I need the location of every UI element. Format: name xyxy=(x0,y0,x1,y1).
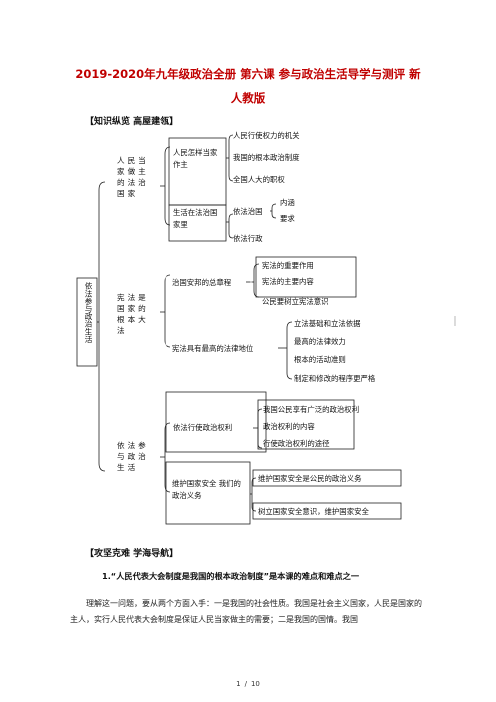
branch3-bracket xyxy=(164,422,171,493)
question-paragraph: 理解这一问题，要从两个方面入手：一是我国的社会性质。我国是社会主义国家，人民是国… xyxy=(70,599,422,624)
b2-sub1-items-box xyxy=(255,256,357,298)
b3-sub1-items-box xyxy=(257,399,355,450)
page-footer: 1/10 xyxy=(0,680,496,688)
doc-title-line1: 2019-2020年九年级政治全册 第六课 参与政治生活导学与测评 新 xyxy=(75,67,421,81)
b2-sub2-label: 宪法具有最高的法律地位 xyxy=(172,344,254,353)
b3-sub2-item2-box xyxy=(252,502,402,520)
b1-sub2-child: 依法治国 xyxy=(233,207,263,216)
b3-sub1-item2: 政治权利的内容 xyxy=(263,422,315,431)
b2-sub1-item3: 公民要树立宪法意识 xyxy=(262,297,329,306)
b3-sub2-box xyxy=(165,461,251,525)
b3-sub1-item1: 我国公民享有广泛的政治权利 xyxy=(263,405,360,414)
b2-sub2-item4: 制定和修改的程序更严格 xyxy=(294,374,376,383)
b1-sub1-item3: 全国人大的职权 xyxy=(233,175,285,184)
b2-sub2-item2: 最高的法律效力 xyxy=(294,337,346,346)
b1-sub1-item2: 我国的根本政治制度 xyxy=(233,153,300,162)
b2-sub2-item3: 根本的活动准则 xyxy=(294,355,346,364)
b3-sub2-item1-box xyxy=(252,469,402,487)
b1-sub2-item2: 依法行政 xyxy=(233,234,263,243)
b3-sub2-item2: 树立国家安全意识，维护国家安全 xyxy=(258,507,369,516)
b1-sub2-label: 生活在法治国家里 xyxy=(173,208,218,229)
b2-sub1-item2: 宪法的主要内容 xyxy=(262,277,314,286)
b3-sub1-item3: 行使政治权利的途径 xyxy=(263,439,330,448)
mindmap-root: 依法参与政治生活 xyxy=(84,282,93,343)
page-separator: / xyxy=(244,680,247,688)
b3-sub2-item1: 维护国家安全是公民的政治义务 xyxy=(258,474,362,483)
b3-sub2-label: 维护国家安全 我们的政治义务 xyxy=(172,479,241,500)
b3-sub1-box xyxy=(165,391,267,453)
branch3-label: 依法参与政治生活 xyxy=(117,441,149,472)
page-number: 1 xyxy=(236,680,241,688)
branch2-label: 宪法是国家的根本大法 xyxy=(117,293,149,335)
section-attack: 【攻坚克难 学海导航】 xyxy=(85,549,179,559)
b1-sub1-item1: 人民行使权力的机关 xyxy=(233,131,300,140)
mind-map xyxy=(76,134,456,525)
main-bracket xyxy=(98,181,106,472)
b3-sub1-label: 依法行使政治权利 xyxy=(173,423,233,432)
question-heading: 1.“人民代表大会制度是我国的根本政治制度”是本课的难点和难点之一 xyxy=(102,571,360,581)
b2-sub2-item1: 立法基础和立法依据 xyxy=(294,319,361,328)
section-knowledge: 【知识纵览 高屋建瓴】 xyxy=(85,117,179,127)
branch2-bracket xyxy=(164,274,171,348)
b1-sub1-label: 人民怎样当家作主 xyxy=(173,148,218,169)
b2-sub1-item1: 宪法的重要作用 xyxy=(262,261,314,270)
page-total: 10 xyxy=(250,680,260,688)
b1-sub2-child-item1: 内涵 xyxy=(280,198,295,207)
b1-sub2-child-item2: 要求 xyxy=(280,214,295,223)
b1-sub2-box xyxy=(168,204,227,242)
b2-sub1-label: 治国安邦的总章程 xyxy=(172,278,232,287)
doc-title-line2: 人教版 xyxy=(230,91,266,105)
branch1-label: 人民当家做主的法治国家 xyxy=(117,156,149,198)
